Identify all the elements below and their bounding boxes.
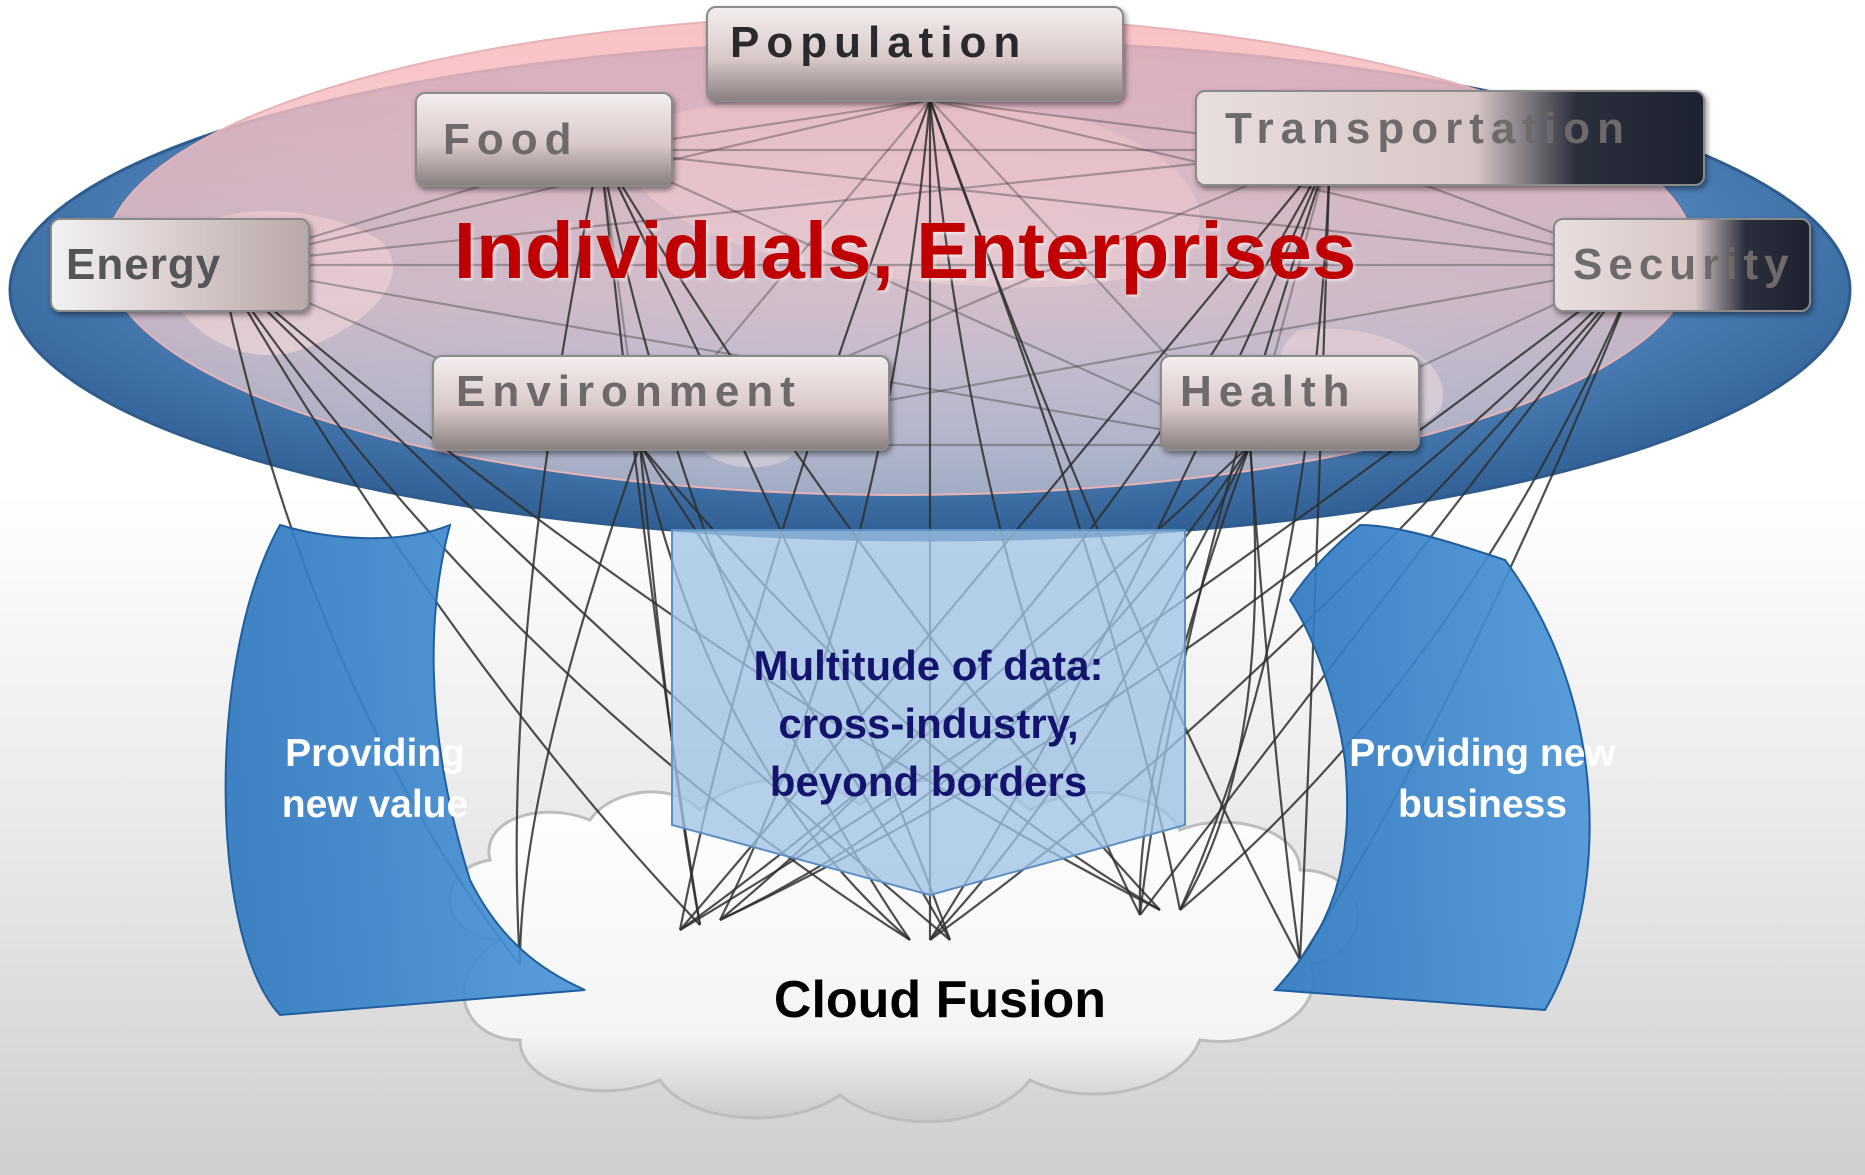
- left-arrow-text: Providing new value: [255, 728, 495, 830]
- mesh-line: [599, 148, 1251, 447]
- data-box-line: Multitude of data:: [753, 642, 1104, 689]
- link-line: [638, 444, 702, 926]
- link-line: [515, 149, 602, 966]
- domain-label: Security: [1573, 240, 1795, 289]
- domain-box-food: Food: [415, 92, 673, 187]
- headline: Individuals, Enterprises: [453, 206, 1357, 295]
- domain-box-health: Health: [1160, 355, 1420, 451]
- link-line: [219, 264, 911, 941]
- link-line: [219, 264, 701, 926]
- domain-label: Environment: [456, 367, 802, 416]
- right-arrow-shape: [1272, 523, 1591, 1012]
- right-arrow-text: Providing new business: [1320, 728, 1645, 830]
- data-box-line: beyond borders: [769, 758, 1088, 805]
- domain-label: Energy: [66, 240, 222, 289]
- domain-label: Population: [730, 18, 1028, 67]
- domain-box-environment: Environment: [432, 355, 890, 451]
- domain-box-energy: Energy: [50, 218, 310, 312]
- data-box-text: Multitude of data: cross-industry, beyon…: [672, 637, 1185, 811]
- domain-label: Health: [1180, 367, 1357, 416]
- domain-box-population: Population: [706, 6, 1124, 102]
- right-arrow-line: Providing new: [1349, 732, 1616, 775]
- domain-box-transportation: Transportation: [1195, 90, 1705, 186]
- data-box-line: cross-industry,: [778, 700, 1079, 747]
- domain-label: Food: [443, 114, 579, 164]
- domain-box-security: Security: [1553, 218, 1811, 312]
- link-line: [518, 444, 642, 966]
- mesh-line: [599, 148, 1641, 267]
- left-arrow-shape: [224, 523, 586, 1017]
- domain-label: Transportation: [1225, 104, 1632, 153]
- link-line: [1248, 444, 1302, 961]
- link-line: [1179, 444, 1257, 911]
- data-box-shape: [671, 529, 1186, 897]
- mesh-line: [219, 148, 1331, 267]
- right-arrow-line: business: [1397, 783, 1568, 826]
- left-arrow-line: new value: [281, 783, 469, 826]
- link-line: [1178, 149, 1332, 911]
- cloud-label: Cloud Fusion: [773, 971, 1107, 1029]
- left-arrow-line: Providing: [285, 732, 465, 775]
